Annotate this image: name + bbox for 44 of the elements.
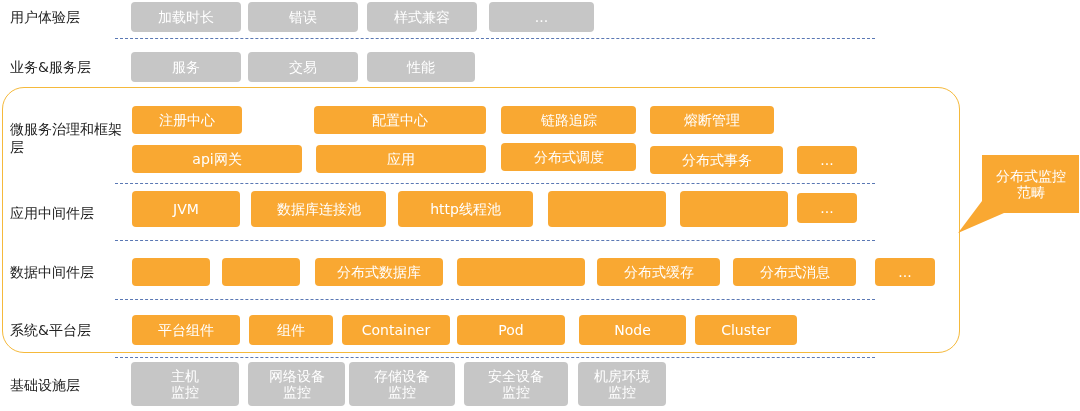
- module-box: 分布式事务: [650, 146, 783, 174]
- module-box: 交易: [248, 52, 358, 82]
- module-box: 链路追踪: [501, 106, 636, 134]
- module-box: 分布式消息: [733, 258, 856, 286]
- module-box: 分布式调度: [501, 143, 636, 171]
- module-box: Container: [342, 315, 450, 345]
- module-box: 服务: [131, 52, 241, 82]
- module-box: Pod: [457, 315, 565, 345]
- module-box: 数据库连接池: [251, 191, 386, 227]
- module-box: 加载时长: [131, 2, 241, 32]
- module-box: 注册中心: [132, 106, 242, 134]
- module-box: 平台组件: [132, 315, 240, 345]
- layer-label: 微服务治理和框架层: [10, 120, 122, 157]
- layer-label: 数据中间件层: [10, 263, 95, 282]
- layer-label: 用户体验层: [10, 8, 81, 27]
- module-box: 组件: [249, 315, 333, 345]
- module-box: 存储设备监控: [349, 362, 455, 406]
- module-box: 网络设备监控: [248, 362, 345, 406]
- module-box: http线程池: [398, 191, 533, 227]
- empty-module-box: [548, 191, 666, 227]
- empty-module-box: [222, 258, 300, 286]
- module-box: api网关: [132, 145, 302, 173]
- callout-bubble: 分布式监控范畴: [958, 155, 1079, 233]
- empty-module-box: [457, 258, 585, 286]
- empty-module-box: [132, 258, 210, 286]
- module-box: 配置中心: [314, 106, 486, 134]
- module-box: ...: [875, 258, 935, 286]
- module-box: ...: [489, 2, 594, 32]
- layer-label: 业务&服务层: [10, 58, 92, 77]
- module-box: 分布式数据库: [315, 258, 443, 286]
- module-box: Cluster: [695, 315, 797, 345]
- scope-region: [2, 87, 960, 353]
- empty-module-box: [680, 191, 788, 227]
- module-box: ...: [797, 193, 857, 223]
- module-box: 熔断管理: [650, 106, 774, 134]
- module-box: Node: [579, 315, 686, 345]
- module-box: ...: [797, 146, 857, 174]
- module-box: JVM: [132, 191, 240, 227]
- layer-label: 应用中间件层: [10, 204, 95, 223]
- layer-label: 系统&平台层: [10, 321, 92, 340]
- layer-label: 基础设施层: [10, 376, 81, 395]
- module-box: 分布式缓存: [597, 258, 720, 286]
- module-box: 错误: [248, 2, 358, 32]
- module-box: 应用: [316, 145, 486, 173]
